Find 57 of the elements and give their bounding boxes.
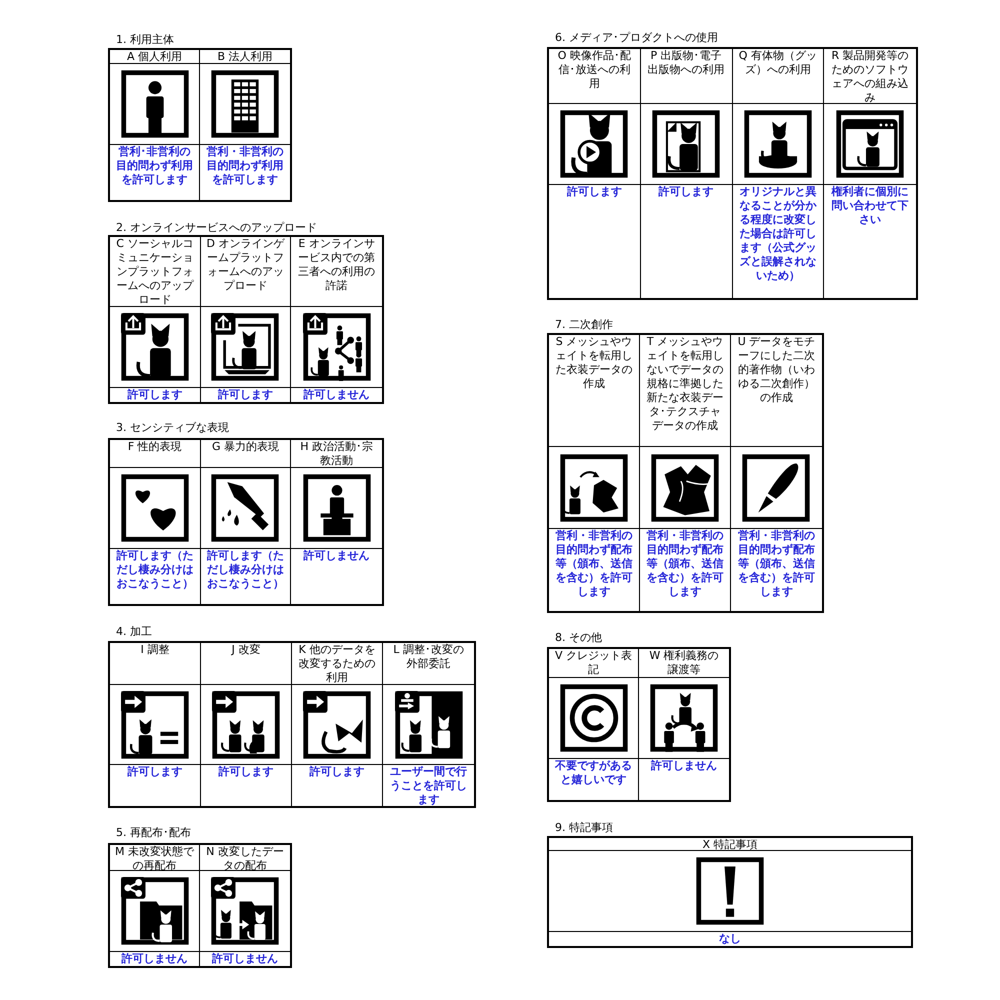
header-cell: V クレジット表記: [549, 649, 639, 678]
header-cell: G 暴力的表現: [200, 440, 292, 468]
answer-cell-text: 営利・非営利の目的問わず利用を許可します: [206, 145, 284, 188]
answer-cell-text: 営利・非営利の目的問わず配布等（頒布、送信を含む）を許可します: [736, 529, 816, 600]
answer-cell-text: ユーザー間で行うことを許可します: [389, 765, 468, 806]
answer-cell: 許可します（ただし棲み分けはおこなうこと）: [200, 549, 292, 604]
header-cell: X 特記事項: [549, 838, 911, 851]
answer-cell: 許可します: [200, 388, 292, 402]
answer-cell: 許可しません: [110, 952, 200, 966]
section-heading: 5. 再配布･配布: [116, 826, 191, 840]
section-heading: 4. 加工: [116, 625, 152, 639]
header-cell: U データをモチーフにした二次的著作物（いわゆる二次創作）の作成: [730, 335, 822, 447]
answer-cell-text: 許可しません: [650, 759, 718, 774]
header-cell: I 調整: [110, 643, 201, 685]
answer-cell: 許可します: [110, 388, 201, 402]
section-heading: 2. オンラインサービスへのアップロード: [116, 221, 317, 235]
answer-cell: 許可します: [292, 765, 383, 806]
header-cell: R 製品開発等のためのソフトウェアへの組み込み: [824, 49, 916, 104]
answer-cell: 許可します: [201, 765, 292, 806]
header-cell: Q 有体物（グッズ）への利用: [732, 49, 824, 104]
header-cell: D オンラインゲームプラットフォームへのアップロード: [200, 237, 292, 307]
header-cell: A 個人利用: [110, 50, 200, 64]
answer-cell: 許可します（ただし棲み分けはおこなうこと）: [110, 549, 201, 604]
header-cell: C ソーシャルコミュニケーションプラットフォームへのアップロード: [110, 237, 201, 307]
header-cell: T メッシュやウェイトを転用しないでデータの規格に準拠した新たな衣装データ･テクスチャデータの作成: [640, 335, 731, 447]
header-cell: P 出版物･電子出版物への利用: [640, 49, 732, 104]
answer-cell: オリジナルと異なることが分かる程度に改変した場合は許可します（公式グッズと誤解されないため）: [732, 185, 824, 298]
answer-cell: 営利･非営利の目的問わず利用を許可します: [110, 145, 200, 200]
answer-cell: 営利・非営利の目的問わず配布等（頒布、送信を含む）を許可します: [640, 529, 731, 611]
section-heading: 9. 特記事項: [555, 821, 613, 835]
header-cell: S メッシュやウェイトを転用した衣装データの作成: [549, 335, 640, 447]
header-cell: K 他のデータを改変するための利用: [292, 643, 383, 685]
section-heading: 1. 利用主体: [116, 33, 174, 47]
header-cell: W 権利義務の譲渡等: [639, 649, 729, 678]
header-cell: L 調整･改変の外部委託: [383, 643, 474, 685]
header-cell: E オンラインサービス内での第三者への利用の許諾: [291, 237, 382, 307]
header-cell: H 政治活動･宗教活動: [291, 440, 382, 468]
answer-cell-text: 許可しません: [210, 952, 279, 966]
answer-cell: 許可します: [640, 185, 732, 298]
header-cell: F 性的表現: [110, 440, 201, 468]
section-heading: 8. その他: [555, 631, 602, 645]
header-cell: B 法人利用: [200, 50, 290, 64]
answer-cell-text: なし: [718, 932, 742, 946]
header-cell: N 改変したデータの配布: [200, 845, 290, 871]
header-cell: O 映像作品･配信･放送への利用: [549, 49, 641, 104]
answer-cell-text: 権利者に個別に問い合わせて下さい: [830, 185, 910, 228]
answer-cell: 不要ですがあると嬉しいです: [549, 759, 639, 800]
answer-cell: 営利・非営利の目的問わず配布等（頒布、送信を含む）を許可します: [549, 529, 640, 611]
section-heading: 6. メディア･プロダクトへの使用: [555, 31, 718, 45]
section-heading: 3. センシティブな表現: [116, 421, 229, 435]
answer-cell-text: 許可しません: [302, 388, 371, 402]
header-cell: M 未改変状態での再配布: [110, 845, 200, 871]
answer-cell: 許可します: [110, 765, 201, 806]
answer-cell: 許可します: [549, 185, 641, 298]
answer-cell-text: 許可しません: [302, 549, 371, 564]
section-heading: 7. 二次創作: [555, 318, 613, 332]
header-cell: J 改変: [201, 643, 292, 685]
